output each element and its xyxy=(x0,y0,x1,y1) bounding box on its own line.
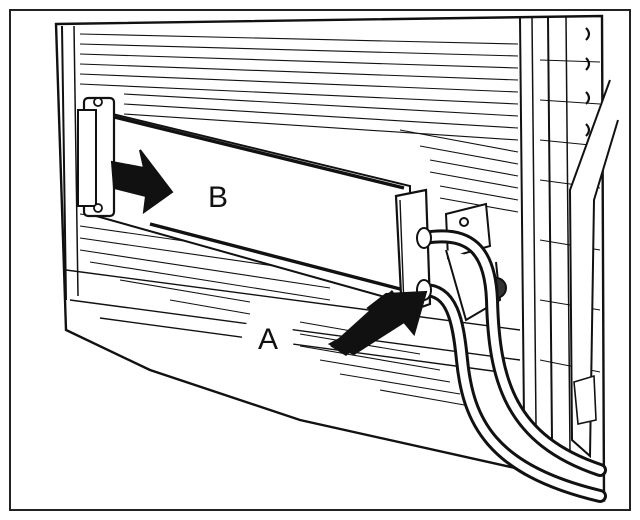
arrow-a-icon xyxy=(327,290,428,356)
callout-b-label: B xyxy=(208,181,228,214)
callout-a-label: A xyxy=(258,323,278,356)
arrow-b-icon xyxy=(110,149,174,215)
cooler-hoses xyxy=(416,227,607,503)
callout-b: B xyxy=(192,170,244,222)
side-pipe xyxy=(568,79,619,459)
callout-a: A xyxy=(242,312,294,364)
